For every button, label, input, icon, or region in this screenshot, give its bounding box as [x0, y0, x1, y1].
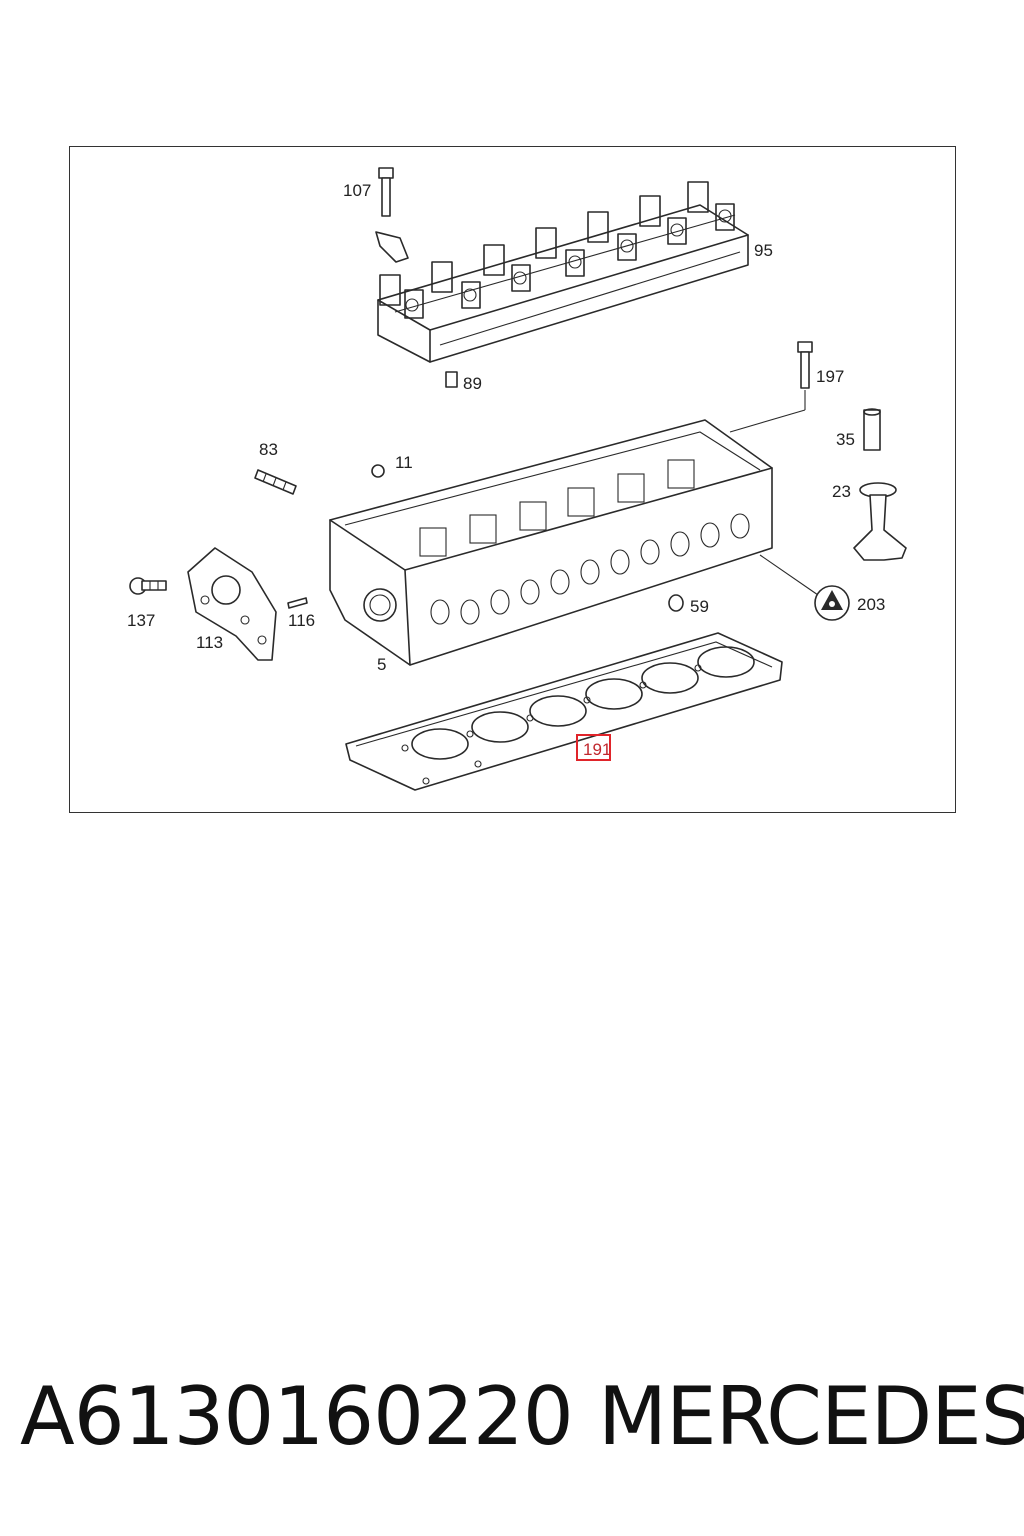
callout-5[interactable]: 5 [377, 655, 386, 674]
valve-35 [863, 408, 881, 451]
seal-59 [668, 594, 684, 612]
callout-116[interactable]: 116 [288, 611, 315, 630]
part-caption: A6130160220 MERCEDES [20, 1370, 1024, 1470]
head-gasket-191 [345, 632, 783, 791]
callout-59[interactable]: 59 [690, 597, 709, 616]
cylinder-head-5 [329, 419, 819, 666]
cover-113 [187, 547, 277, 661]
plug-203 [814, 585, 850, 621]
stud-83 [254, 469, 297, 495]
cap-89 [445, 371, 458, 388]
callout-35[interactable]: 35 [836, 430, 855, 449]
callout-11[interactable]: 11 [395, 453, 413, 472]
callout-107[interactable]: 107 [343, 181, 371, 200]
exploded-parts-diagram: 107 95 89 197 83 11 35 23 137 113 116 59… [127, 167, 907, 791]
callout-23[interactable]: 23 [832, 482, 851, 501]
highlighted-part-marker [576, 734, 611, 761]
valve-seal-23 [853, 482, 907, 561]
bolt-197 [729, 341, 813, 433]
callout-113[interactable]: 113 [196, 633, 223, 652]
callout-191[interactable]: 191 [583, 740, 611, 759]
callout-197[interactable]: 197 [816, 367, 844, 386]
bolt-137 [129, 577, 167, 595]
callout-137[interactable]: 137 [127, 611, 155, 630]
bolt-107 [375, 167, 409, 263]
rocker-arm-assembly [377, 181, 749, 363]
seal-11 [371, 464, 385, 478]
callout-89[interactable]: 89 [463, 374, 482, 393]
callout-203[interactable]: 203 [857, 595, 885, 614]
brand-name: MERCEDES [598, 1370, 1024, 1463]
callout-95[interactable]: 95 [754, 241, 773, 260]
callout-83[interactable]: 83 [259, 440, 278, 459]
part-number: A6130160220 [20, 1370, 574, 1463]
pin-116 [287, 597, 308, 609]
